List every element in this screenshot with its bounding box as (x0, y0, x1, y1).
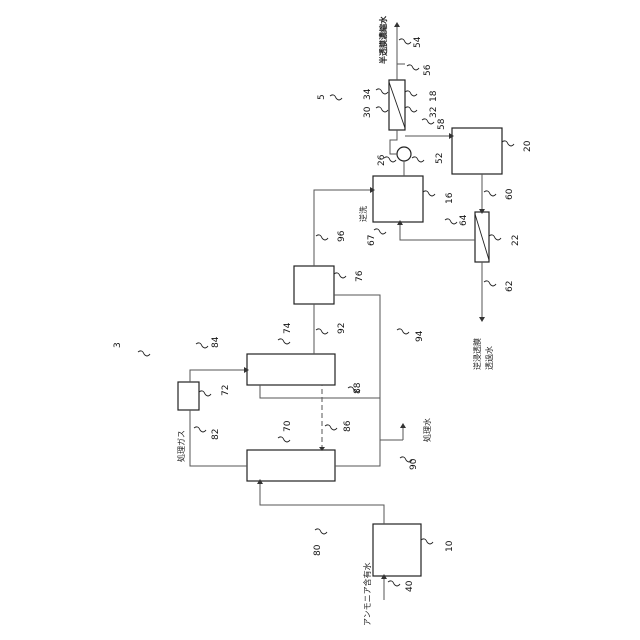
ref-70: 70 (283, 420, 293, 432)
ref-5: 5 (317, 94, 327, 100)
leader-84 (196, 343, 208, 348)
unit-70-box (247, 450, 335, 481)
leader-64 (445, 219, 457, 224)
unit-76-box (294, 266, 334, 304)
label-permeate-line1: 逆浸透膜 (472, 338, 482, 370)
ref-94: 94 (415, 330, 425, 342)
ref-72: 72 (221, 385, 231, 396)
unit-16-box (373, 176, 423, 222)
ref-40: 40 (405, 580, 415, 592)
ref-56: 56 (423, 64, 433, 76)
ref-62: 62 (505, 281, 515, 292)
leader-94 (397, 329, 409, 334)
leader-5 (330, 95, 342, 100)
ref-34: 34 (363, 88, 373, 100)
arrow-54-icon (394, 22, 400, 27)
label-ammonia-water: アンモニア含有水 (362, 562, 372, 626)
leader-30 (376, 107, 388, 112)
ref-92: 92 (337, 323, 347, 334)
label-treated-gas: 処理ガス (176, 430, 186, 462)
leader-22 (489, 235, 501, 240)
line-84 (190, 370, 247, 382)
ref-67: 67 (367, 235, 377, 246)
ref-80: 80 (313, 544, 323, 556)
leader-52 (412, 157, 424, 162)
ref-82: 82 (211, 429, 221, 440)
ref-76: 76 (355, 270, 365, 282)
leader-72 (199, 391, 211, 396)
arrow-62-icon (479, 317, 485, 322)
ref-26: 26 (377, 154, 387, 166)
leader-40 (388, 581, 400, 586)
leader-34 (376, 89, 388, 94)
leader-67 (374, 229, 386, 234)
unit-20-box (452, 128, 502, 174)
ref-20: 20 (523, 140, 533, 152)
leader-16 (423, 191, 435, 196)
leader-20 (502, 141, 514, 146)
leader-86 (325, 425, 337, 430)
label-permeate-line2: 透過水 (484, 346, 494, 370)
line-56 (397, 64, 405, 80)
unit-74-box (247, 354, 335, 385)
leader-54 (399, 39, 411, 44)
ref-16: 16 (445, 192, 455, 204)
ref-64: 64 (459, 214, 469, 226)
line-80 (260, 481, 384, 524)
leader-56 (407, 65, 419, 70)
ref-3: 3 (113, 342, 123, 348)
leader-3 (138, 351, 150, 356)
label-backwash: 逆洗 (358, 206, 368, 222)
ref-60: 60 (505, 188, 515, 200)
ref-32: 32 (429, 107, 439, 118)
unit-10-box (373, 524, 421, 576)
ref-52: 52 (435, 153, 445, 164)
label-concentrate: 半透膜濃縮水 (378, 15, 388, 64)
ref-58: 58 (437, 118, 447, 130)
leader-76 (334, 273, 346, 278)
leader-62 (484, 281, 496, 286)
leader-92 (316, 329, 328, 334)
label-treated-water: 処理水 (422, 418, 432, 442)
leader-58 (422, 119, 434, 124)
ref-86: 86 (343, 420, 353, 432)
ref-54: 54 (413, 36, 423, 48)
leader-32 (405, 107, 417, 112)
ref-84: 84 (211, 336, 221, 348)
arrow-90-icon (400, 423, 406, 428)
line-26 (390, 130, 397, 154)
ref-96: 96 (337, 230, 347, 242)
leader-82 (194, 427, 206, 432)
ref-22: 22 (511, 235, 521, 246)
line-90 (335, 440, 403, 466)
line-96 (314, 190, 373, 266)
ref-74: 74 (283, 322, 293, 334)
ref-18: 18 (429, 90, 439, 102)
unit-72-box (178, 382, 199, 410)
leader-74 (278, 339, 290, 344)
leader-70 (278, 437, 290, 442)
ref-90: 90 (409, 458, 419, 470)
leader-80 (315, 529, 327, 534)
leader-10 (421, 539, 433, 544)
ref-88: 88 (353, 382, 363, 394)
leader-60 (484, 191, 496, 196)
leader-18 (405, 91, 417, 96)
ref-30: 30 (363, 106, 373, 118)
leader-96 (316, 235, 328, 240)
ref-10: 10 (445, 540, 455, 552)
pump-26-icon (397, 147, 411, 161)
